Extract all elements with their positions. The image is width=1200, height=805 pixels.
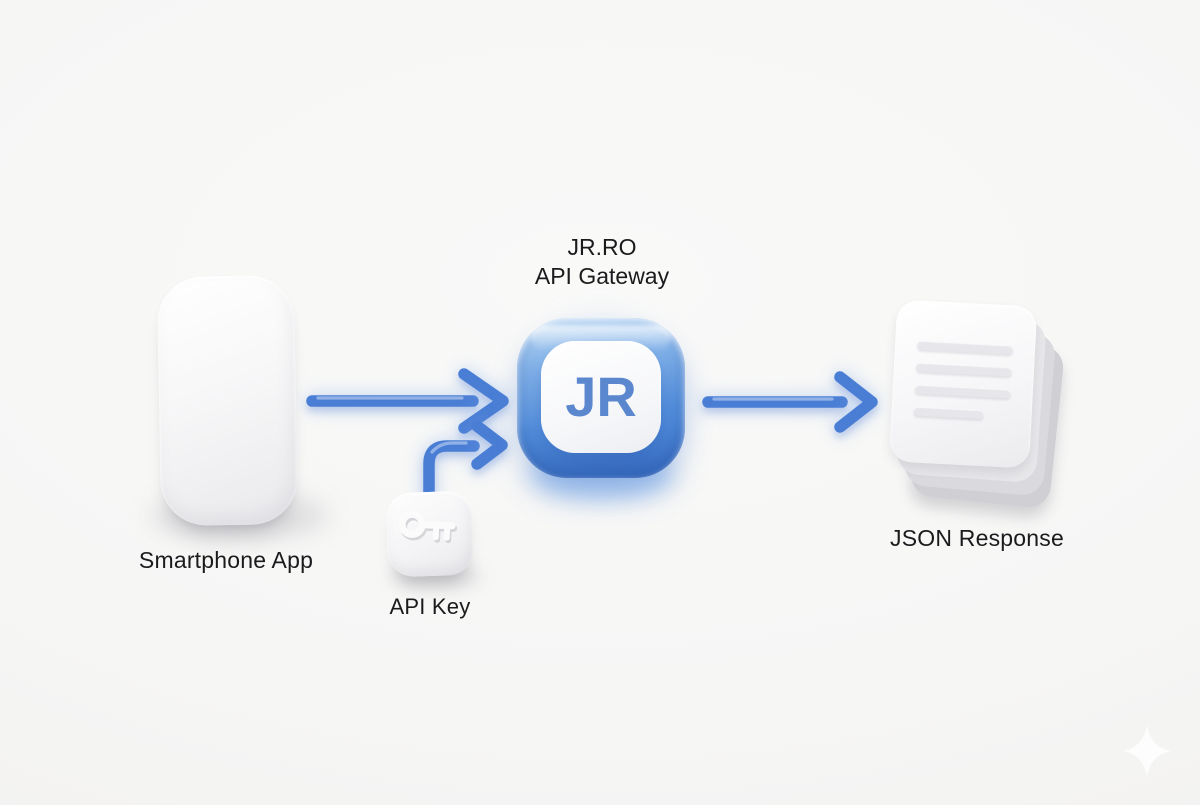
document-text-line	[914, 384, 1011, 399]
api-gateway-icon: JR	[517, 318, 685, 478]
gateway-title-line1: JR.RO	[567, 234, 637, 260]
document-text-line	[913, 406, 984, 420]
api-key-icon	[385, 490, 475, 578]
edge-gateway-to-response-arrow	[702, 371, 878, 433]
document-stack-icon	[889, 299, 1066, 510]
api-key-label: API Key	[389, 594, 471, 619]
sparkle-icon	[1123, 725, 1171, 777]
smartphone-icon	[156, 274, 299, 527]
gateway-title: JR.RO API Gateway	[472, 233, 732, 291]
document-front	[889, 299, 1038, 469]
key-glyph-icon	[398, 510, 458, 544]
gateway-title-line2: API Gateway	[534, 263, 670, 289]
smartphone-label: Smartphone App	[138, 547, 314, 573]
gateway-inner-tile: JR	[541, 341, 661, 453]
document-text-line	[916, 340, 1014, 355]
document-text-line	[915, 362, 1013, 377]
gateway-monogram: JR	[565, 364, 637, 428]
json-response-label: JSON Response	[890, 525, 1064, 551]
